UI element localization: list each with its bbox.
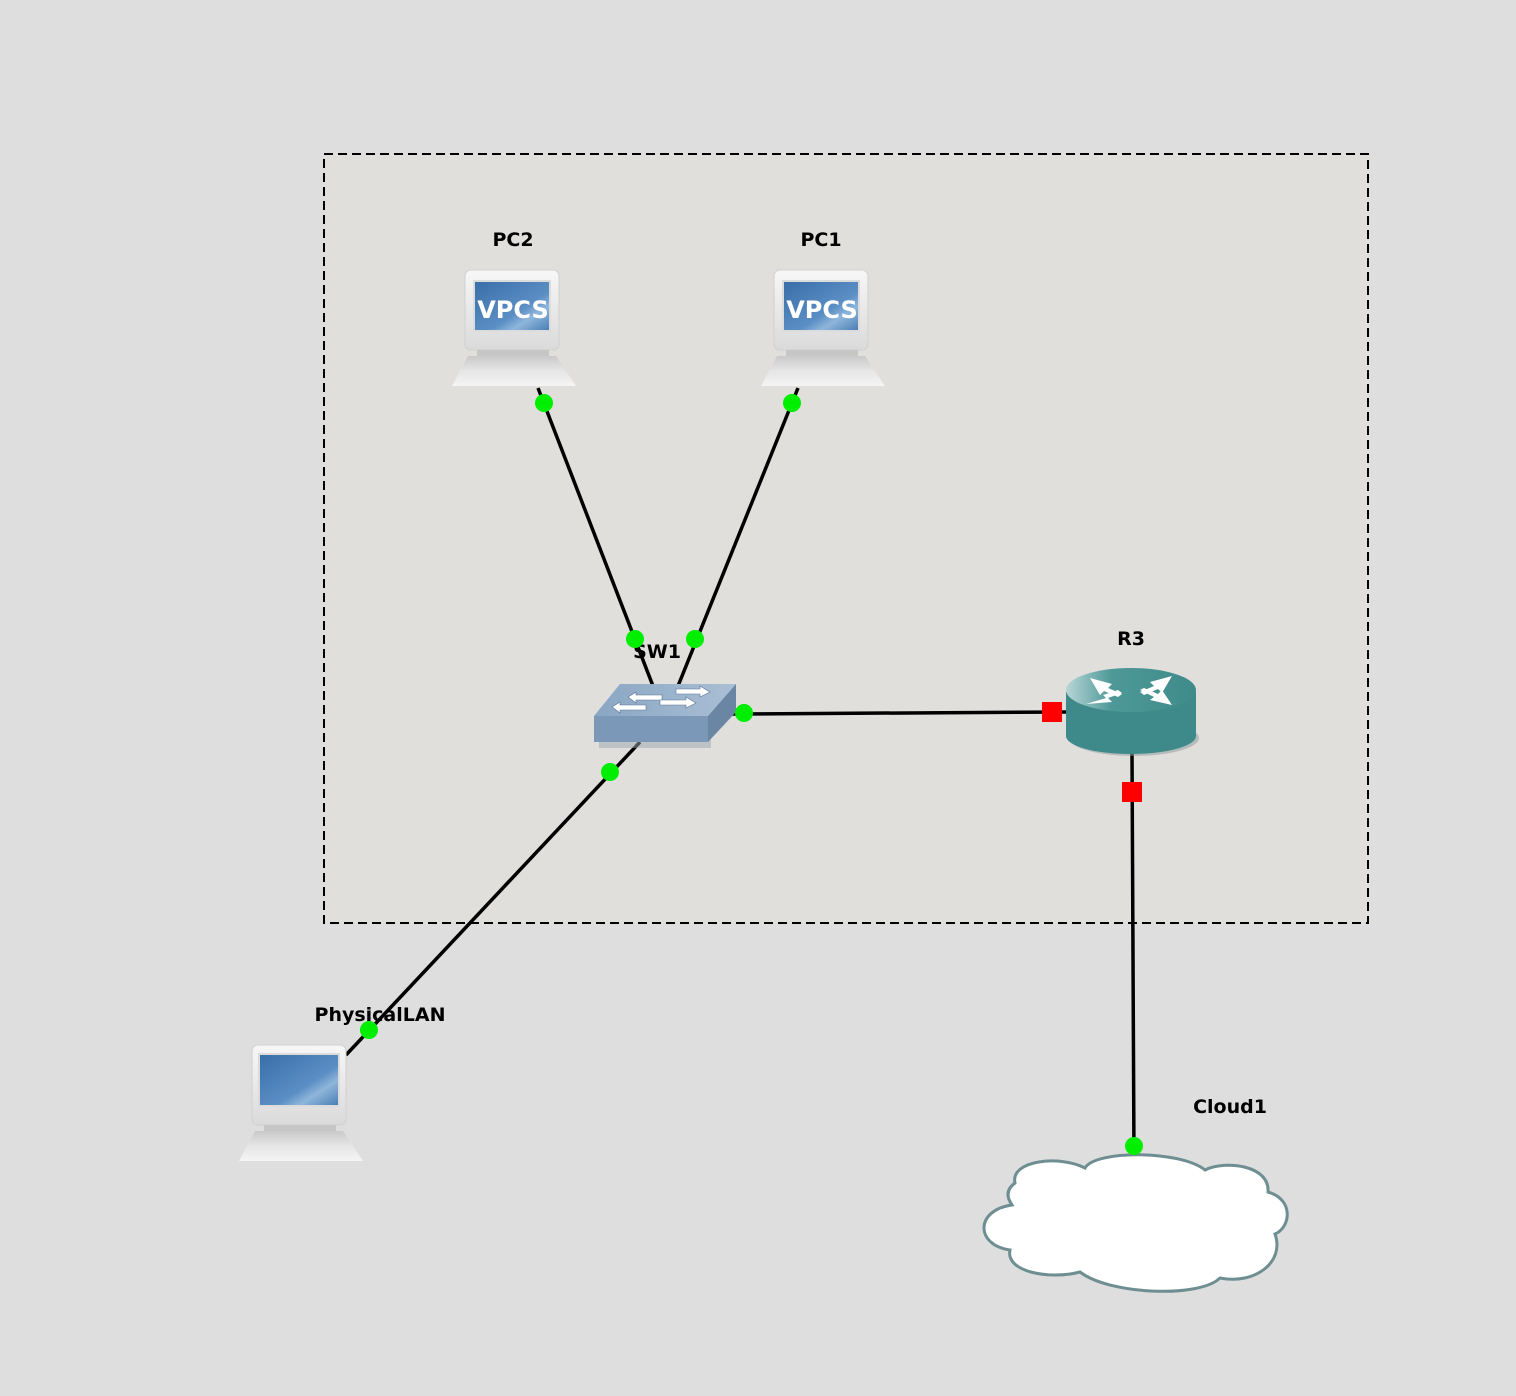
screen-text: VPCS [786, 296, 858, 324]
port-up-indicator [535, 394, 553, 412]
link-sw1-r3[interactable] [731, 710, 1069, 716]
port-up-indicator [626, 630, 644, 648]
node-label-pc2: PC2 [492, 229, 533, 251]
port-up-indicator [601, 763, 619, 781]
node-label-pc1: PC1 [800, 229, 841, 251]
link-sw1-physicallan[interactable] [344, 740, 642, 1057]
group-area[interactable] [323, 153, 1369, 924]
node-r3[interactable] [1066, 668, 1199, 756]
port-up-indicator [735, 704, 753, 722]
port-down-indicator [1122, 782, 1142, 802]
port-up-indicator [1125, 1137, 1143, 1155]
port-indicators [360, 394, 1143, 1155]
node-sw1[interactable] [594, 684, 736, 748]
port-down-indicator [1042, 702, 1062, 722]
port-up-indicator [686, 630, 704, 648]
link-r3-cloud1[interactable] [1130, 751, 1136, 1161]
node-label-r3: R3 [1117, 628, 1145, 650]
computer-icon [451, 269, 577, 387]
node-label-cloud1: Cloud1 [1193, 1096, 1267, 1118]
port-up-indicator [360, 1021, 378, 1039]
switch-icon [594, 684, 736, 748]
node-cloud1[interactable] [982, 1153, 1289, 1293]
cloud-icon [982, 1153, 1289, 1293]
computer-icon [239, 1044, 363, 1161]
computer-icon [760, 269, 886, 387]
port-up-indicator [783, 394, 801, 412]
router-icon [1066, 668, 1199, 756]
node-pc2[interactable]: VPCS [451, 269, 577, 387]
node-physicallan[interactable] [239, 1044, 363, 1161]
screen-text: VPCS [477, 296, 549, 324]
node-label-sw1: SW1 [633, 641, 681, 663]
node-label-physicallan: PhysicalLAN [315, 1004, 446, 1026]
node-pc1[interactable]: VPCS [760, 269, 886, 387]
